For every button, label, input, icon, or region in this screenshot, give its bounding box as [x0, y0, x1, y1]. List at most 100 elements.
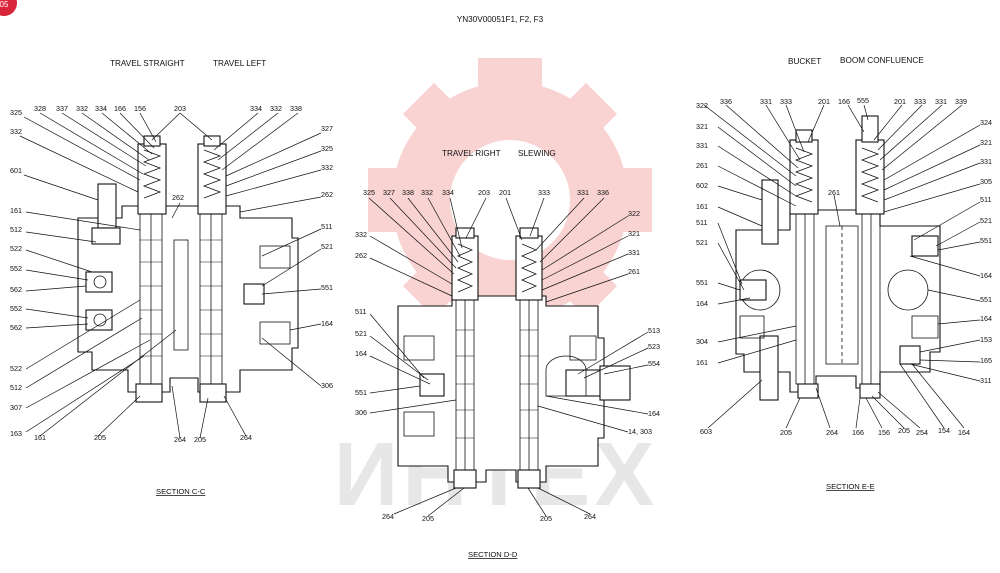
dd-label: 331 — [577, 188, 589, 197]
ee-label: 331 — [980, 157, 992, 166]
dd-label: 332 — [421, 188, 433, 197]
ee-label: 521 — [696, 238, 708, 247]
dd-label: 338 — [402, 188, 414, 197]
dd-label: 334 — [442, 188, 454, 197]
ee-label: 322 — [696, 101, 708, 110]
ee-label: 333 — [780, 97, 792, 106]
ee-label: 521 — [980, 216, 992, 225]
cc-label: 203 — [174, 104, 186, 113]
cc-label: 161 — [34, 433, 46, 442]
dd-label: 261 — [628, 267, 640, 276]
dd-label: 205 — [540, 514, 552, 523]
ee-callouts: 322 336 331 333 201 166 555 201 333 331 … — [696, 96, 992, 437]
ee-label: 551 — [696, 278, 708, 287]
cc-label: 306 — [321, 381, 333, 390]
dd-label: 322 — [628, 209, 640, 218]
ee-label: 324 — [980, 118, 992, 127]
cc-label: 205 — [94, 433, 106, 442]
cc-label: 337 — [56, 104, 68, 113]
cc-label: 156 — [134, 104, 146, 113]
dd-callouts: 325 327 338 332 334 203 201 333 331 336 … — [355, 188, 660, 523]
cc-label: 307 — [10, 403, 22, 412]
ee-label: 603 — [700, 427, 712, 436]
cc-label: 332 — [270, 104, 282, 113]
ee-label: 205 — [780, 428, 792, 437]
cc-label: 334 — [250, 104, 262, 113]
ee-label: 205 — [898, 426, 910, 435]
cc-label: 161 — [10, 206, 22, 215]
ee-label: 339 — [955, 97, 967, 106]
ee-label: 164 — [958, 428, 970, 437]
cc-label: 512 — [10, 225, 22, 234]
dd-label: 14, 303 — [628, 427, 652, 436]
dd-label: 262 — [355, 251, 367, 260]
ee-label: 156 — [878, 428, 890, 437]
dd-label: 201 — [499, 188, 511, 197]
ee-label: 201 — [818, 97, 830, 106]
cc-label: 166 — [114, 104, 126, 113]
ee-label: 261 — [828, 188, 840, 197]
dd-label: 331 — [628, 248, 640, 257]
dd-label: 321 — [628, 229, 640, 238]
ee-label: 166 — [838, 97, 850, 106]
dd-label: 511 — [355, 307, 366, 316]
ee-label: 164 — [980, 314, 992, 323]
ee-label: 555 — [857, 96, 869, 105]
cc-label: 262 — [172, 193, 184, 202]
cc-label: 562 — [10, 285, 22, 294]
ee-label: 201 — [894, 97, 906, 106]
ee-label: 321 — [980, 138, 992, 147]
ee-label: 261 — [696, 161, 708, 170]
dd-label: 523 — [648, 342, 660, 351]
dd-label: 554 — [648, 359, 660, 368]
cc-label: 332 — [76, 104, 88, 113]
ee-label: 154 — [938, 426, 950, 435]
ee-label: 311 — [980, 376, 991, 385]
ee-label: 331 — [696, 141, 708, 150]
cc-label: 511 — [321, 222, 332, 231]
dd-label: 164 — [648, 409, 660, 418]
cc-label: 163 — [10, 429, 22, 438]
ee-header-bucket: BUCKET — [788, 57, 821, 66]
cc-label: 205 — [194, 435, 206, 444]
ee-label: 511 — [696, 218, 707, 227]
cc-label: 562 — [10, 323, 22, 332]
ee-header-boom-confluence: BOOM CONFLUENCE — [840, 56, 924, 65]
cc-caption: SECTION C-C — [156, 487, 206, 496]
cc-label: 264 — [174, 435, 186, 444]
dd-label: 264 — [382, 512, 394, 521]
ee-label: 305 — [980, 177, 992, 186]
cc-label: 325 — [321, 144, 333, 153]
cc-label: 522 — [10, 244, 22, 253]
ee-label: 511 — [980, 195, 991, 204]
ee-label: 164 — [980, 271, 992, 280]
document-title: YN30V00051F1, F2, F3 — [457, 15, 544, 24]
dd-label: 336 — [597, 188, 609, 197]
dd-header-slewing: SLEWING — [518, 149, 556, 158]
cc-label: 332 — [321, 163, 333, 172]
ee-label: 551 — [980, 236, 992, 245]
cc-label: 512 — [10, 383, 22, 392]
cc-label: 164 — [321, 319, 333, 328]
cc-label: 552 — [10, 304, 22, 313]
ee-label: 551 — [980, 295, 992, 304]
dd-label: 306 — [355, 408, 367, 417]
dd-header-travel-right: TRAVEL RIGHT — [442, 149, 501, 158]
ee-label: 264 — [826, 428, 838, 437]
cc-label: 552 — [10, 264, 22, 273]
dd-label: 513 — [648, 326, 660, 335]
dd-label: 205 — [422, 514, 434, 523]
dd-label: 327 — [383, 188, 395, 197]
ee-label: 254 — [916, 428, 928, 437]
dd-caption: SECTION D-D — [468, 550, 518, 559]
section-ee: BUCKET BOOM CONFLUENCE — [696, 56, 992, 491]
ee-label: 161 — [696, 202, 708, 211]
section-cc: TRAVEL STRAIGHT TRAVEL LEFT — [10, 59, 333, 496]
ee-label: 153 — [980, 335, 992, 344]
dd-label: 264 — [584, 512, 596, 521]
ee-label: 165 — [980, 356, 992, 365]
ee-label: 333 — [914, 97, 926, 106]
ee-label: 166 — [852, 428, 864, 437]
